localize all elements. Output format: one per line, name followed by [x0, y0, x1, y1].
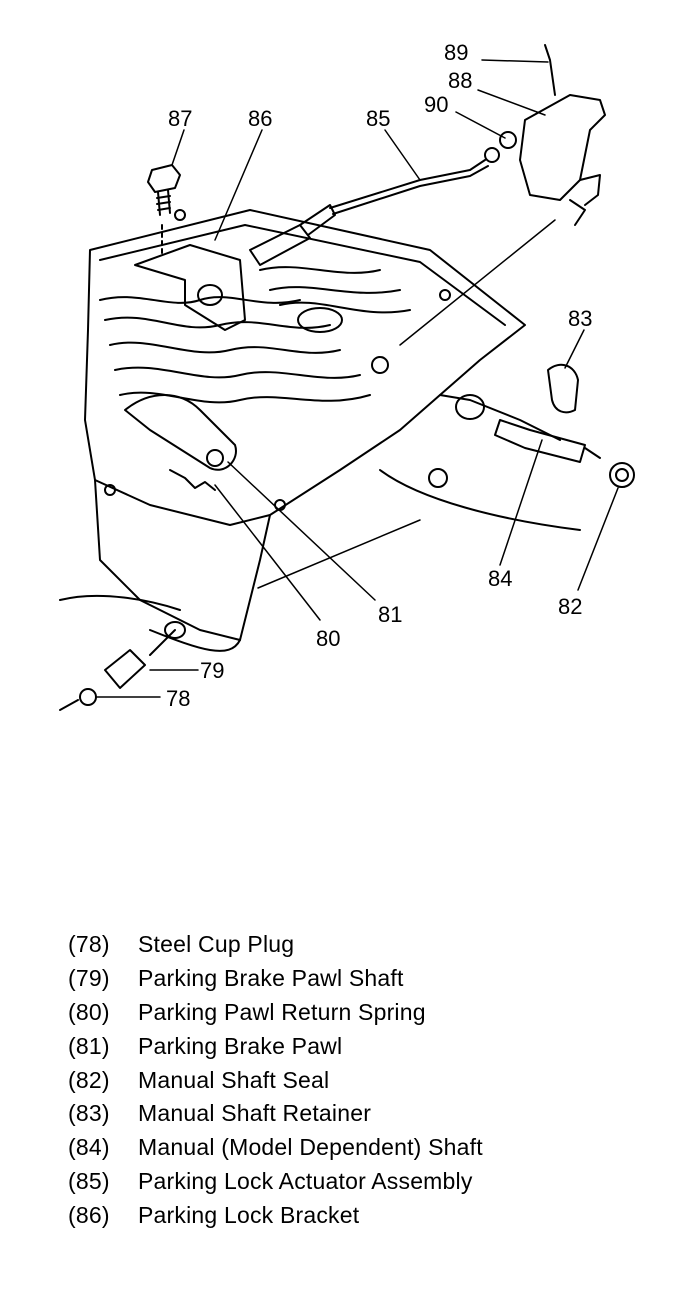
legend-number: (86)	[68, 1201, 110, 1228]
legend-number: (79)	[68, 965, 110, 992]
legend-label: Parking Brake Pawl	[138, 1032, 343, 1059]
legend-number: (82)	[68, 1066, 110, 1093]
shaft-retainer-drawing	[547, 363, 579, 414]
legend-item: (84) Manual (Model Dependent) Shaft	[68, 1131, 483, 1165]
callout-89: 89	[444, 40, 468, 65]
pawl-shaft-drawing	[104, 621, 186, 689]
legend-number: (81)	[68, 1032, 110, 1059]
legend-item: (81) Parking Brake Pawl	[68, 1029, 483, 1063]
exploded-view-diagram: 87 86 85 90 88 89 83 84 82 81 80 79 78	[59, 40, 635, 711]
legend-item: (86) Parking Lock Bracket	[68, 1198, 483, 1232]
parking-brake-pawl-drawing	[124, 394, 237, 471]
legend-label: Parking Lock Actuator Assembly	[138, 1167, 473, 1194]
callout-78: 78	[166, 686, 190, 711]
legend-item: (83) Manual Shaft Retainer	[68, 1097, 483, 1131]
legend-item: (82) Manual Shaft Seal	[68, 1063, 483, 1097]
callout-87: 87	[168, 106, 192, 131]
callout-85: 85	[366, 106, 390, 131]
callout-80: 80	[316, 626, 340, 651]
legend-item: (79) Parking Brake Pawl Shaft	[68, 962, 483, 996]
parking-lock-bracket-drawing	[134, 244, 246, 331]
legend-item: (78) Steel Cup Plug	[68, 928, 483, 962]
legend-item: (85) Parking Lock Actuator Assembly	[68, 1165, 483, 1199]
cup-plug-drawing	[59, 688, 97, 711]
detent-lever-drawing	[499, 44, 606, 226]
legend-label: Manual (Model Dependent) Shaft	[138, 1134, 483, 1161]
callout-79: 79	[200, 658, 224, 683]
callout-90: 90	[424, 92, 448, 117]
legend-number: (78)	[68, 931, 110, 958]
callout-82: 82	[558, 594, 582, 619]
legend-label: Steel Cup Plug	[138, 931, 295, 958]
parts-legend: (78) Steel Cup Plug (79) Parking Brake Paw…	[68, 928, 483, 1232]
manual-shaft-seal-drawing	[609, 462, 635, 488]
legend-label: Parking Lock Bracket	[138, 1201, 360, 1228]
legend-label: Manual Shaft Retainer	[138, 1100, 372, 1127]
callout-88: 88	[448, 68, 472, 93]
legend-label: Manual Shaft Seal	[138, 1066, 330, 1093]
legend-number: (84)	[68, 1134, 110, 1161]
legend-label: Parking Pawl Return Spring	[138, 998, 426, 1025]
return-spring-drawing	[169, 469, 216, 491]
legend-item: (80) Parking Pawl Return Spring	[68, 996, 483, 1030]
legend-number: (80)	[68, 998, 110, 1025]
leader-lines	[95, 59, 619, 698]
legend-label: Parking Brake Pawl Shaft	[138, 965, 404, 992]
callout-81: 81	[378, 602, 402, 627]
callout-86: 86	[248, 106, 272, 131]
legend-number: (83)	[68, 1100, 110, 1127]
parking-lock-actuator-drawing	[249, 147, 500, 266]
transmission-case-drawing	[59, 209, 581, 652]
callout-84: 84	[488, 566, 512, 591]
callout-83: 83	[568, 306, 592, 331]
legend-number: (85)	[68, 1167, 110, 1194]
manual-shaft-drawing	[455, 394, 601, 463]
